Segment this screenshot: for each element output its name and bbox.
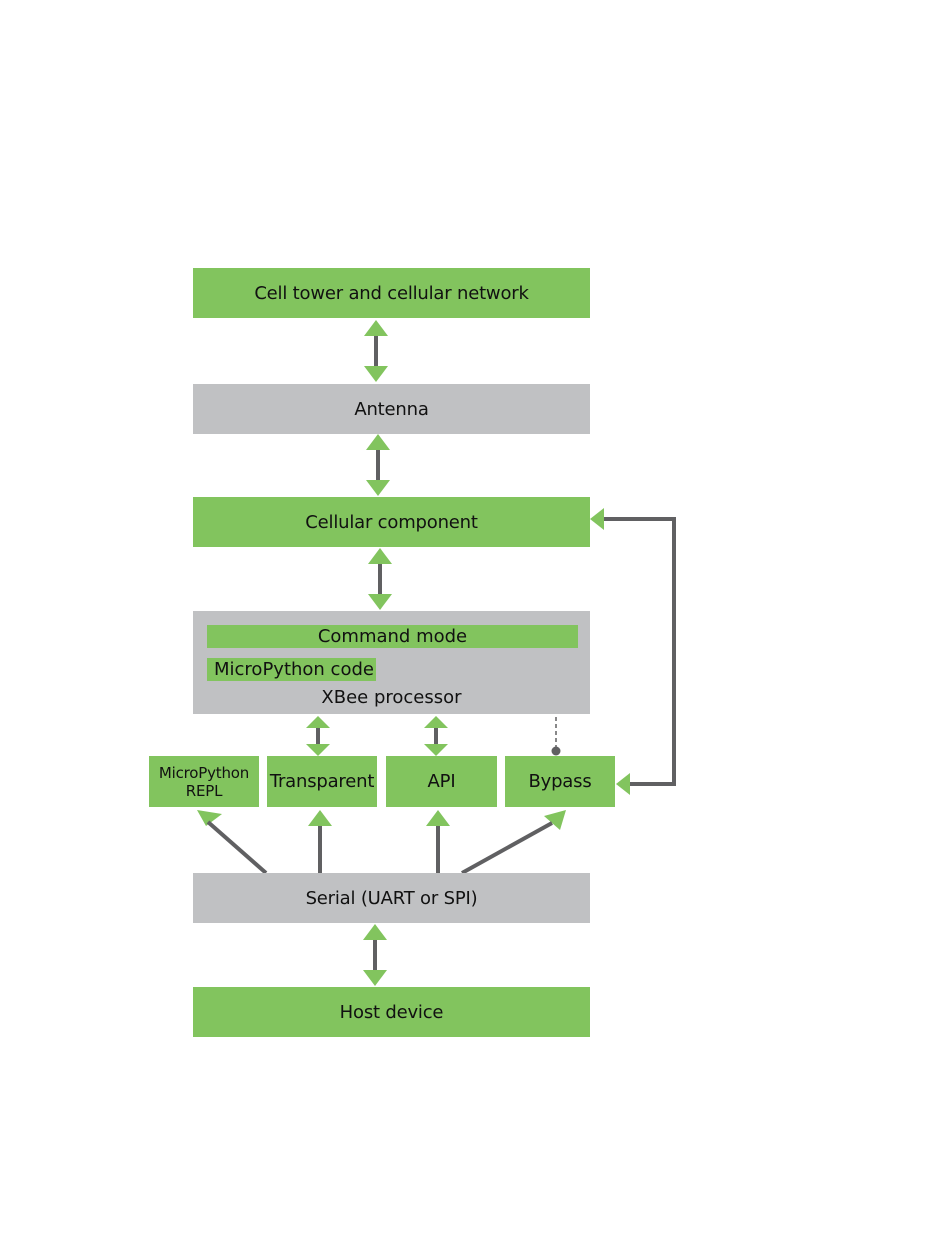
micropython-code-box: MicroPython code — [207, 658, 376, 681]
host-device-box: Host device — [193, 987, 590, 1037]
arrowhead-up — [424, 716, 448, 728]
arrowhead-to-transparent — [308, 810, 332, 826]
arrowhead-up — [368, 548, 392, 564]
transparent-label: Transparent — [270, 771, 374, 792]
xbee-processor-label: XBee processor — [193, 687, 590, 709]
cell-tower-label: Cell tower and cellular network — [254, 283, 528, 304]
micropython-code-label: MicroPython code — [214, 659, 374, 680]
api-box: API — [386, 756, 497, 807]
arrowhead-down — [424, 744, 448, 756]
antenna-label: Antenna — [354, 399, 428, 420]
api-label: API — [428, 771, 456, 792]
arrowhead-down — [363, 970, 387, 986]
arrowhead-down — [306, 744, 330, 756]
arrowhead-up — [366, 434, 390, 450]
arrowhead-down — [368, 594, 392, 610]
host-device-label: Host device — [340, 1002, 444, 1023]
link-serial-bypass — [462, 823, 552, 873]
link-serial-repl — [208, 822, 266, 873]
cellular-component-label: Cellular component — [305, 512, 477, 533]
micropython-repl-label-line1: MicroPython — [159, 764, 249, 782]
command-mode-box: Command mode — [207, 625, 578, 648]
micropython-repl-box: MicroPython REPL — [149, 756, 259, 807]
arrowhead-into-cellular — [590, 508, 604, 530]
arrowhead-up — [363, 924, 387, 940]
serial-label: Serial (UART or SPI) — [306, 888, 478, 909]
transparent-box: Transparent — [267, 756, 377, 807]
arrowhead-down — [366, 480, 390, 496]
arrowhead-up — [364, 320, 388, 336]
arrowhead-up — [306, 716, 330, 728]
dot-bypass — [552, 747, 561, 756]
arrowhead-down — [364, 366, 388, 382]
cell-tower-box: Cell tower and cellular network — [193, 268, 590, 318]
serial-box: Serial (UART or SPI) — [193, 873, 590, 923]
link-bypass-cellular-loop — [604, 519, 674, 784]
cellular-component-box: Cellular component — [193, 497, 590, 547]
antenna-box: Antenna — [193, 384, 590, 434]
bypass-label: Bypass — [528, 771, 591, 792]
bypass-box: Bypass — [505, 756, 615, 807]
micropython-repl-label-line2: REPL — [186, 782, 223, 800]
arrowhead-into-bypass — [616, 773, 630, 795]
command-mode-label: Command mode — [318, 626, 467, 647]
arrowhead-to-api — [426, 810, 450, 826]
